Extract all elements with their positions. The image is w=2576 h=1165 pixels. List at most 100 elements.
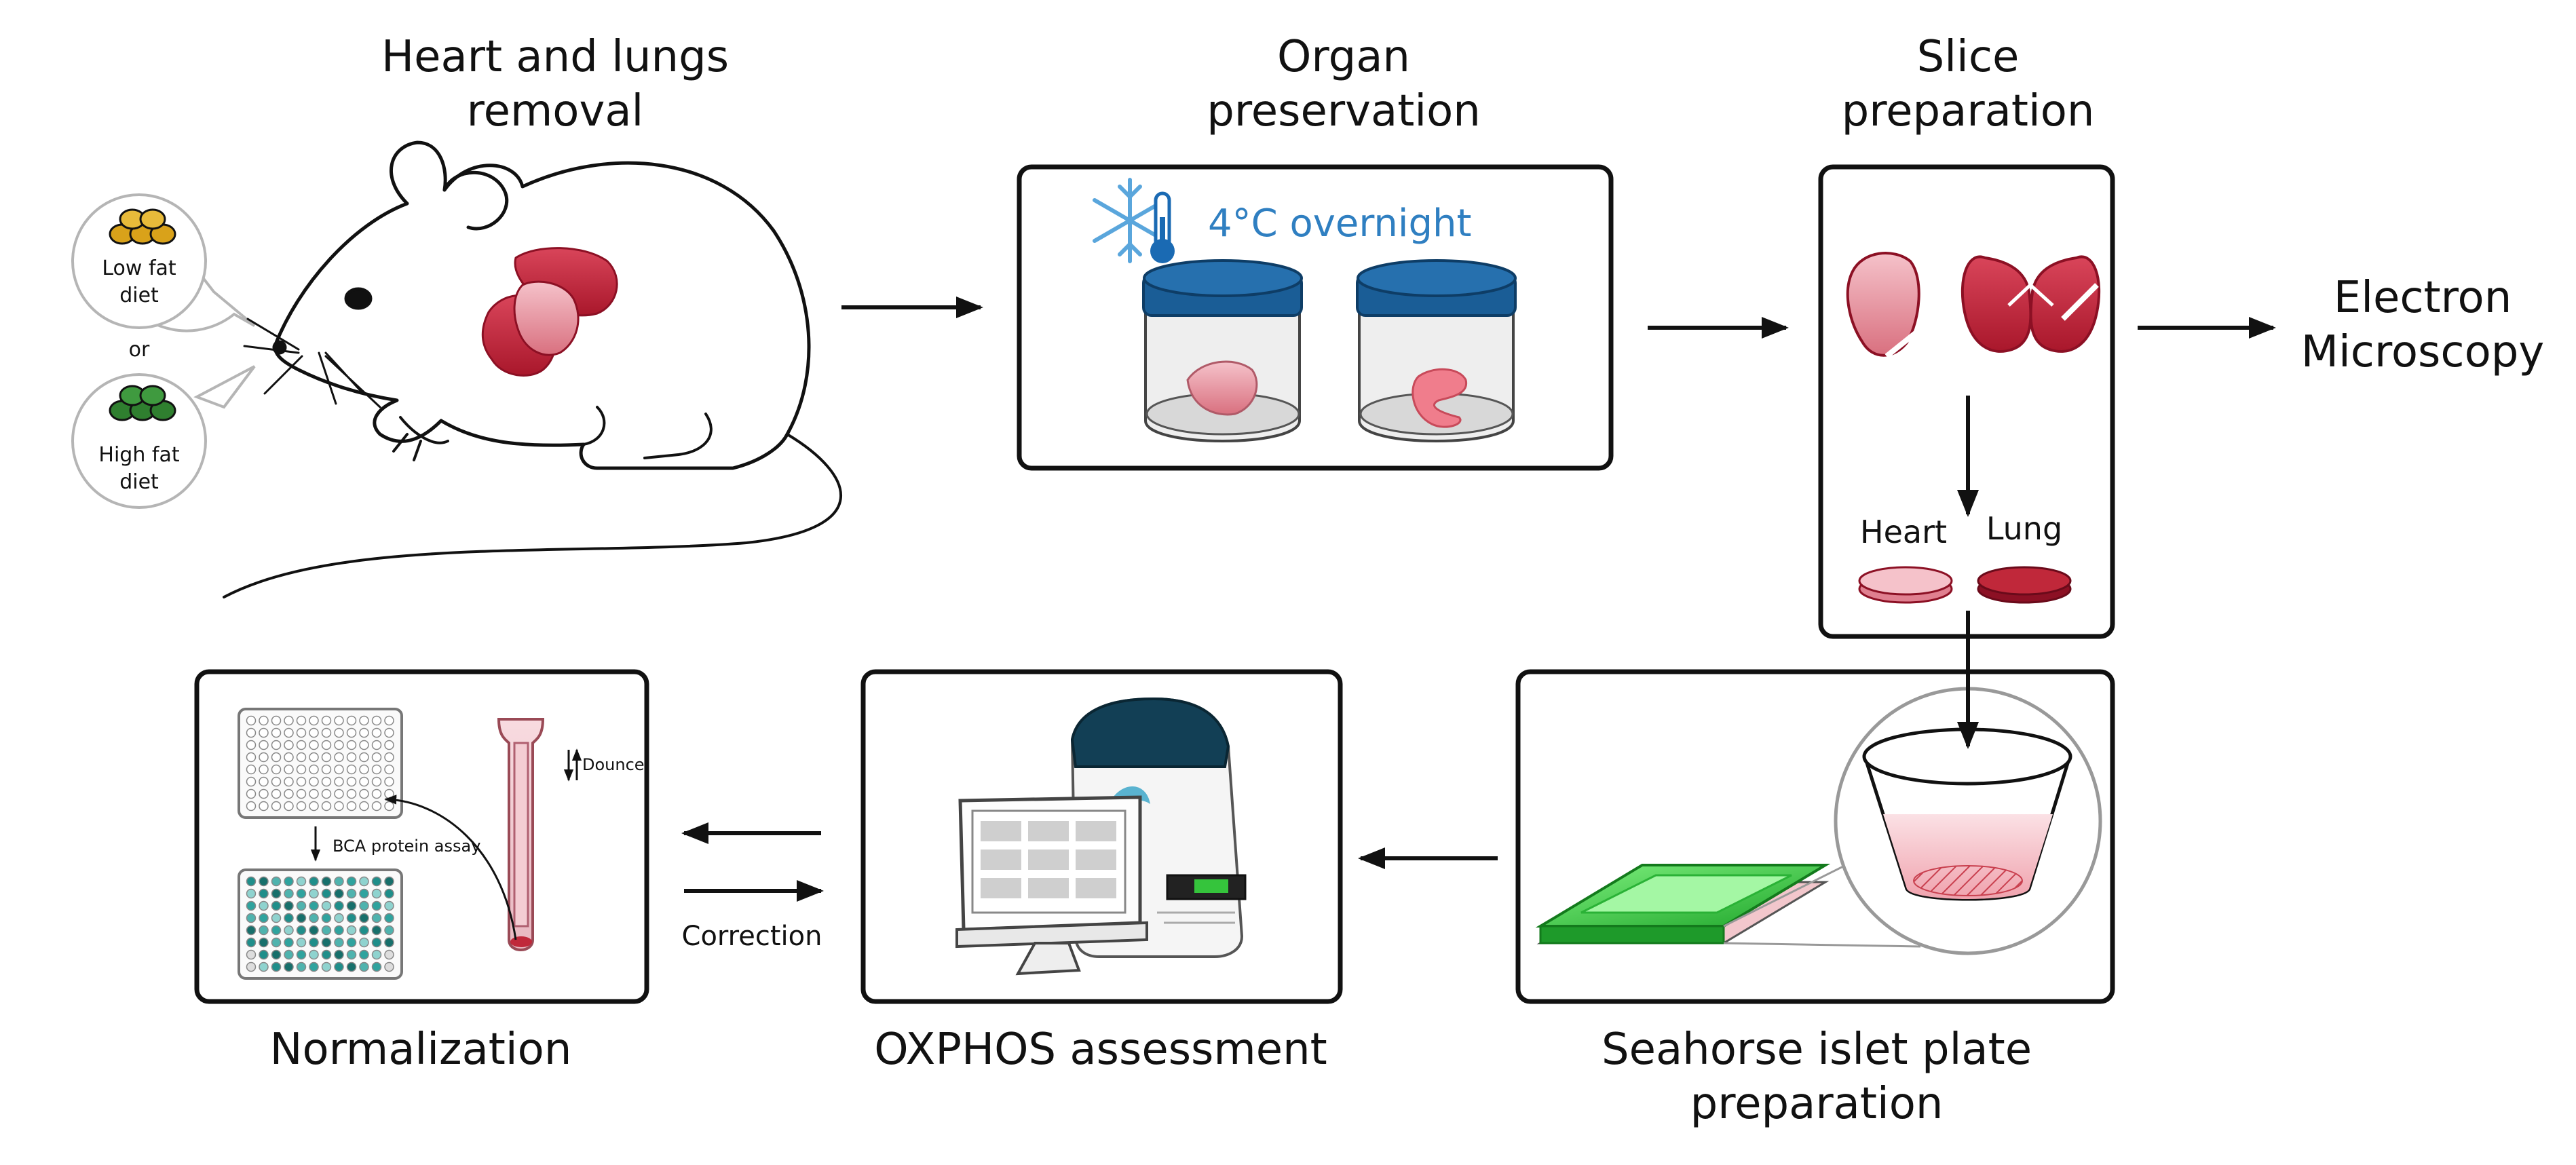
plate-well bbox=[284, 776, 294, 787]
low-fat-label-line1: Low fat bbox=[102, 256, 176, 280]
plate-well bbox=[259, 776, 269, 787]
screen-data-block bbox=[1028, 878, 1069, 898]
jar-lung bbox=[1356, 259, 1517, 442]
plate-well bbox=[271, 727, 282, 738]
plate-well bbox=[259, 764, 269, 775]
plate-well bbox=[359, 776, 369, 787]
plate-well bbox=[359, 715, 369, 726]
plate-well bbox=[246, 727, 257, 738]
seahorse-title-line1: Seahorse islet plate bbox=[1602, 1025, 2032, 1075]
plate-well bbox=[359, 740, 369, 750]
plate-well bbox=[384, 764, 394, 775]
plate-well bbox=[321, 788, 332, 799]
slice-heart-label: Heart bbox=[1860, 514, 1947, 550]
electron-title-line2: Microscopy bbox=[2301, 327, 2544, 377]
plate-well bbox=[371, 715, 382, 726]
plate-well bbox=[309, 801, 319, 811]
preservation-title-line1: Organ bbox=[1277, 32, 1410, 82]
plate-well bbox=[334, 727, 344, 738]
plate-well bbox=[309, 888, 319, 899]
screen-data-block bbox=[981, 821, 1021, 841]
plate-well bbox=[284, 876, 294, 887]
plate-well bbox=[359, 937, 369, 948]
plate-well bbox=[346, 740, 357, 750]
plate-well bbox=[296, 715, 307, 726]
plate-well bbox=[359, 961, 369, 972]
plate-well bbox=[284, 937, 294, 948]
plate-well bbox=[334, 961, 344, 972]
sliced-heart-icon bbox=[1846, 252, 1922, 359]
plate-well bbox=[346, 949, 357, 960]
low-fat-diet-bubble: Low fat diet bbox=[71, 193, 256, 332]
plate-well bbox=[334, 740, 344, 750]
plate-well bbox=[384, 949, 394, 960]
plate-well bbox=[271, 900, 282, 911]
plate-well bbox=[346, 925, 357, 936]
plate-well bbox=[321, 764, 332, 775]
plate-well bbox=[271, 764, 282, 775]
plate-well bbox=[296, 925, 307, 936]
plate-well bbox=[259, 715, 269, 726]
plate-well bbox=[284, 752, 294, 763]
removal-title-line2: removal bbox=[467, 86, 644, 136]
preservation-condition: 4°C overnight bbox=[1208, 202, 1471, 246]
plate-well bbox=[246, 764, 257, 775]
plate-well bbox=[284, 961, 294, 972]
plate-well bbox=[309, 788, 319, 799]
plate-well bbox=[309, 740, 319, 750]
plate-well bbox=[334, 925, 344, 936]
plate-well bbox=[384, 801, 394, 811]
mouse-organs-icon bbox=[481, 247, 618, 377]
plate-well bbox=[346, 776, 357, 787]
plate-well bbox=[371, 925, 382, 936]
plate-well bbox=[359, 900, 369, 911]
plate-well bbox=[309, 764, 319, 775]
screen-data-block bbox=[1076, 849, 1116, 870]
plate-well bbox=[246, 900, 257, 911]
plate-well bbox=[346, 764, 357, 775]
plate-well bbox=[346, 715, 357, 726]
plate-well bbox=[334, 776, 344, 787]
thermometer-icon bbox=[1150, 191, 1175, 263]
plate-well bbox=[284, 949, 294, 960]
plate-well bbox=[284, 801, 294, 811]
plate-well bbox=[296, 764, 307, 775]
plate-well bbox=[346, 900, 357, 911]
plate-well bbox=[321, 925, 332, 936]
plate-well bbox=[246, 876, 257, 887]
plate-well bbox=[321, 913, 332, 923]
empty-well-plate bbox=[238, 708, 403, 819]
preservation-title-line2: preservation bbox=[1207, 86, 1481, 136]
plate-well bbox=[296, 961, 307, 972]
plate-well bbox=[346, 752, 357, 763]
plate-well bbox=[359, 788, 369, 799]
plate-well bbox=[259, 925, 269, 936]
plate-well bbox=[384, 740, 394, 750]
colored-well-plate bbox=[238, 868, 403, 980]
plate-well bbox=[246, 937, 257, 948]
islet-plate-icon bbox=[1535, 864, 1831, 944]
plate-well bbox=[371, 888, 382, 899]
plate-well bbox=[334, 888, 344, 899]
plate-well bbox=[284, 900, 294, 911]
plate-well bbox=[334, 913, 344, 923]
plate-well bbox=[271, 776, 282, 787]
plate-well bbox=[321, 727, 332, 738]
screen-data-block bbox=[981, 878, 1021, 898]
plate-well bbox=[309, 752, 319, 763]
plate-well bbox=[246, 740, 257, 750]
plate-well bbox=[359, 801, 369, 811]
sliced-lung-icon bbox=[1961, 251, 2101, 353]
plate-well bbox=[246, 715, 257, 726]
plate-well bbox=[259, 913, 269, 923]
plate-well bbox=[284, 788, 294, 799]
plate-well bbox=[246, 925, 257, 936]
plate-well bbox=[359, 876, 369, 887]
plate-well bbox=[246, 888, 257, 899]
plate-well bbox=[346, 727, 357, 738]
plate-well bbox=[259, 949, 269, 960]
plate-well bbox=[246, 949, 257, 960]
plate-well bbox=[246, 788, 257, 799]
removal-title-line1: Heart and lungs bbox=[381, 32, 729, 82]
plate-well bbox=[246, 776, 257, 787]
